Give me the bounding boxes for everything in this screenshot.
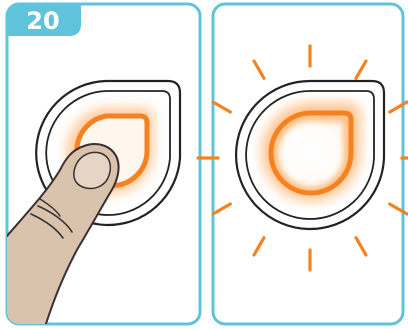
step-number: 20 (26, 7, 59, 35)
wearable-device-icon (236, 81, 384, 229)
panel-glow (198, 4, 408, 324)
step-badge: 20 (7, 4, 81, 36)
panel-press: 20 (0, 4, 200, 329)
